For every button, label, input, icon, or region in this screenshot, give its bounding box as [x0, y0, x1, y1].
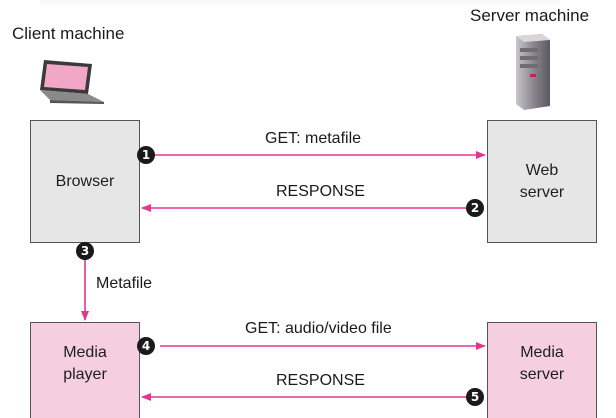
client-machine-label: Client machine — [12, 24, 125, 43]
step-badge-3: 3 — [76, 242, 94, 260]
server-machine-label: Server machine — [470, 6, 590, 25]
msg-get-av-file: GET: audio/video file — [245, 320, 392, 337]
top-fade — [40, 0, 560, 8]
media-player-label-line2: player — [63, 365, 107, 383]
step-badge-5: 5 — [466, 388, 484, 406]
media-server-label-line2: server — [519, 365, 565, 383]
web-server-label-line2: server — [519, 183, 565, 201]
media-player-box: Media player — [30, 322, 140, 418]
media-server-box: Media server — [487, 322, 597, 418]
msg-response-1: RESPONSE — [276, 183, 365, 200]
msg-response-2: RESPONSE — [276, 372, 365, 389]
laptop-icon — [30, 56, 110, 111]
step-badge-2: 2 — [466, 199, 484, 217]
web-server-label-line1: Web — [525, 161, 559, 179]
step-badge-1: 1 — [137, 146, 155, 164]
msg-get-metafile: GET: metafile — [265, 130, 362, 147]
browser-box: Browser — [30, 120, 140, 243]
step-badge-4: 4 — [137, 337, 155, 355]
browser-label: Browser — [55, 172, 115, 190]
media-player-label-line1: Media — [63, 343, 107, 361]
server-tower-icon — [508, 32, 554, 117]
media-server-label-line1: Media — [520, 343, 564, 361]
web-server-box: Web server — [487, 120, 597, 243]
msg-metafile: Metafile — [96, 275, 153, 292]
